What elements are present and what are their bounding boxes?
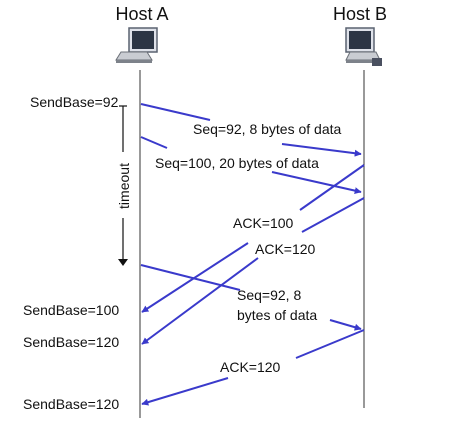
- sendbase-label: SendBase=92: [30, 94, 119, 110]
- seq92-retransmit-arrow: [140, 264, 361, 329]
- seq100-label: Seq=100, 20 bytes of data: [155, 155, 319, 171]
- seq92-arrow: [140, 103, 361, 154]
- seq100-arrow: [140, 136, 361, 192]
- ack120-final-label: ACK=120: [220, 359, 281, 375]
- ack120-arrow: [142, 197, 365, 344]
- sendbase-label: SendBase=120: [23, 396, 119, 412]
- timeout-timer: timeout: [116, 105, 132, 266]
- seq92-retransmit-label: Seq=92, 8: [237, 287, 301, 303]
- ack100-label: ACK=100: [233, 215, 294, 231]
- seq92-label: Seq=92, 8 bytes of data: [193, 121, 341, 137]
- seq92-retransmit-label: bytes of data: [237, 307, 317, 323]
- host-b-title: Host B: [333, 4, 387, 24]
- ack100-arrow: [142, 164, 365, 312]
- sendbase-label: SendBase=120: [23, 334, 119, 350]
- ack120-final-arrow: [142, 329, 365, 404]
- ack120-label: ACK=120: [255, 241, 316, 257]
- host-a-title: Host A: [115, 4, 168, 24]
- sendbase-label: SendBase=100: [23, 302, 119, 318]
- timeout-label: timeout: [116, 163, 132, 209]
- computer-icon: [345, 27, 382, 66]
- computer-icon: [115, 27, 158, 63]
